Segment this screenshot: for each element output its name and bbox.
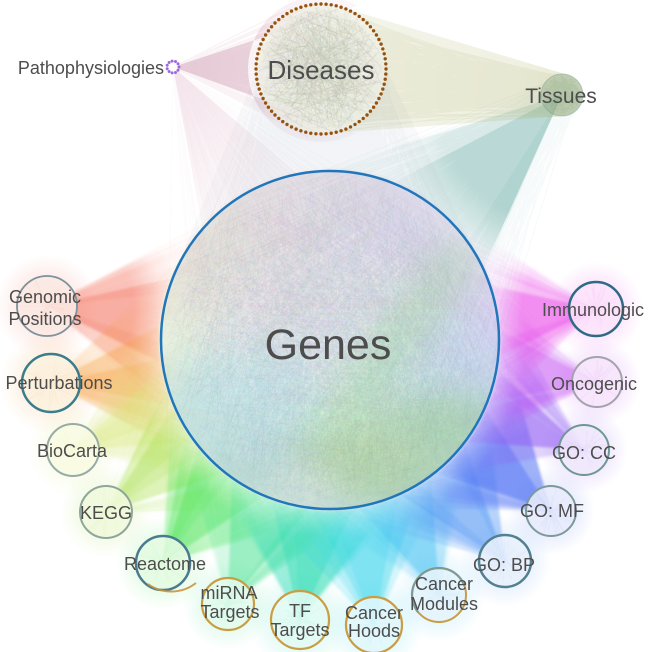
svg-text:Cancer: Cancer [345, 603, 403, 623]
svg-text:Modules: Modules [410, 594, 478, 614]
svg-text:Targets: Targets [270, 620, 329, 640]
svg-text:Genomic: Genomic [9, 287, 81, 307]
svg-text:GO: CC: GO: CC [552, 443, 616, 463]
svg-text:Diseases: Diseases [268, 55, 375, 85]
svg-text:Oncogenic: Oncogenic [551, 374, 637, 394]
svg-text:Positions: Positions [8, 309, 81, 329]
svg-text:Immunologic: Immunologic [542, 300, 644, 320]
svg-text:TF: TF [289, 601, 311, 621]
svg-text:KEGG: KEGG [80, 503, 132, 523]
svg-text:Pathophysiologies: Pathophysiologies [18, 58, 164, 78]
svg-text:miRNA: miRNA [201, 583, 258, 603]
svg-text:Tissues: Tissues [525, 85, 597, 108]
svg-text:Hoods: Hoods [348, 621, 400, 641]
svg-text:Genes: Genes [265, 321, 392, 369]
svg-text:Targets: Targets [200, 602, 259, 622]
svg-text:GO: BP: GO: BP [473, 555, 535, 575]
svg-text:Reactome: Reactome [124, 554, 206, 574]
svg-text:GO: MF: GO: MF [520, 501, 584, 521]
svg-text:Perturbations: Perturbations [5, 373, 112, 393]
svg-text:Cancer: Cancer [415, 574, 473, 594]
svg-text:BioCarta: BioCarta [37, 441, 108, 461]
